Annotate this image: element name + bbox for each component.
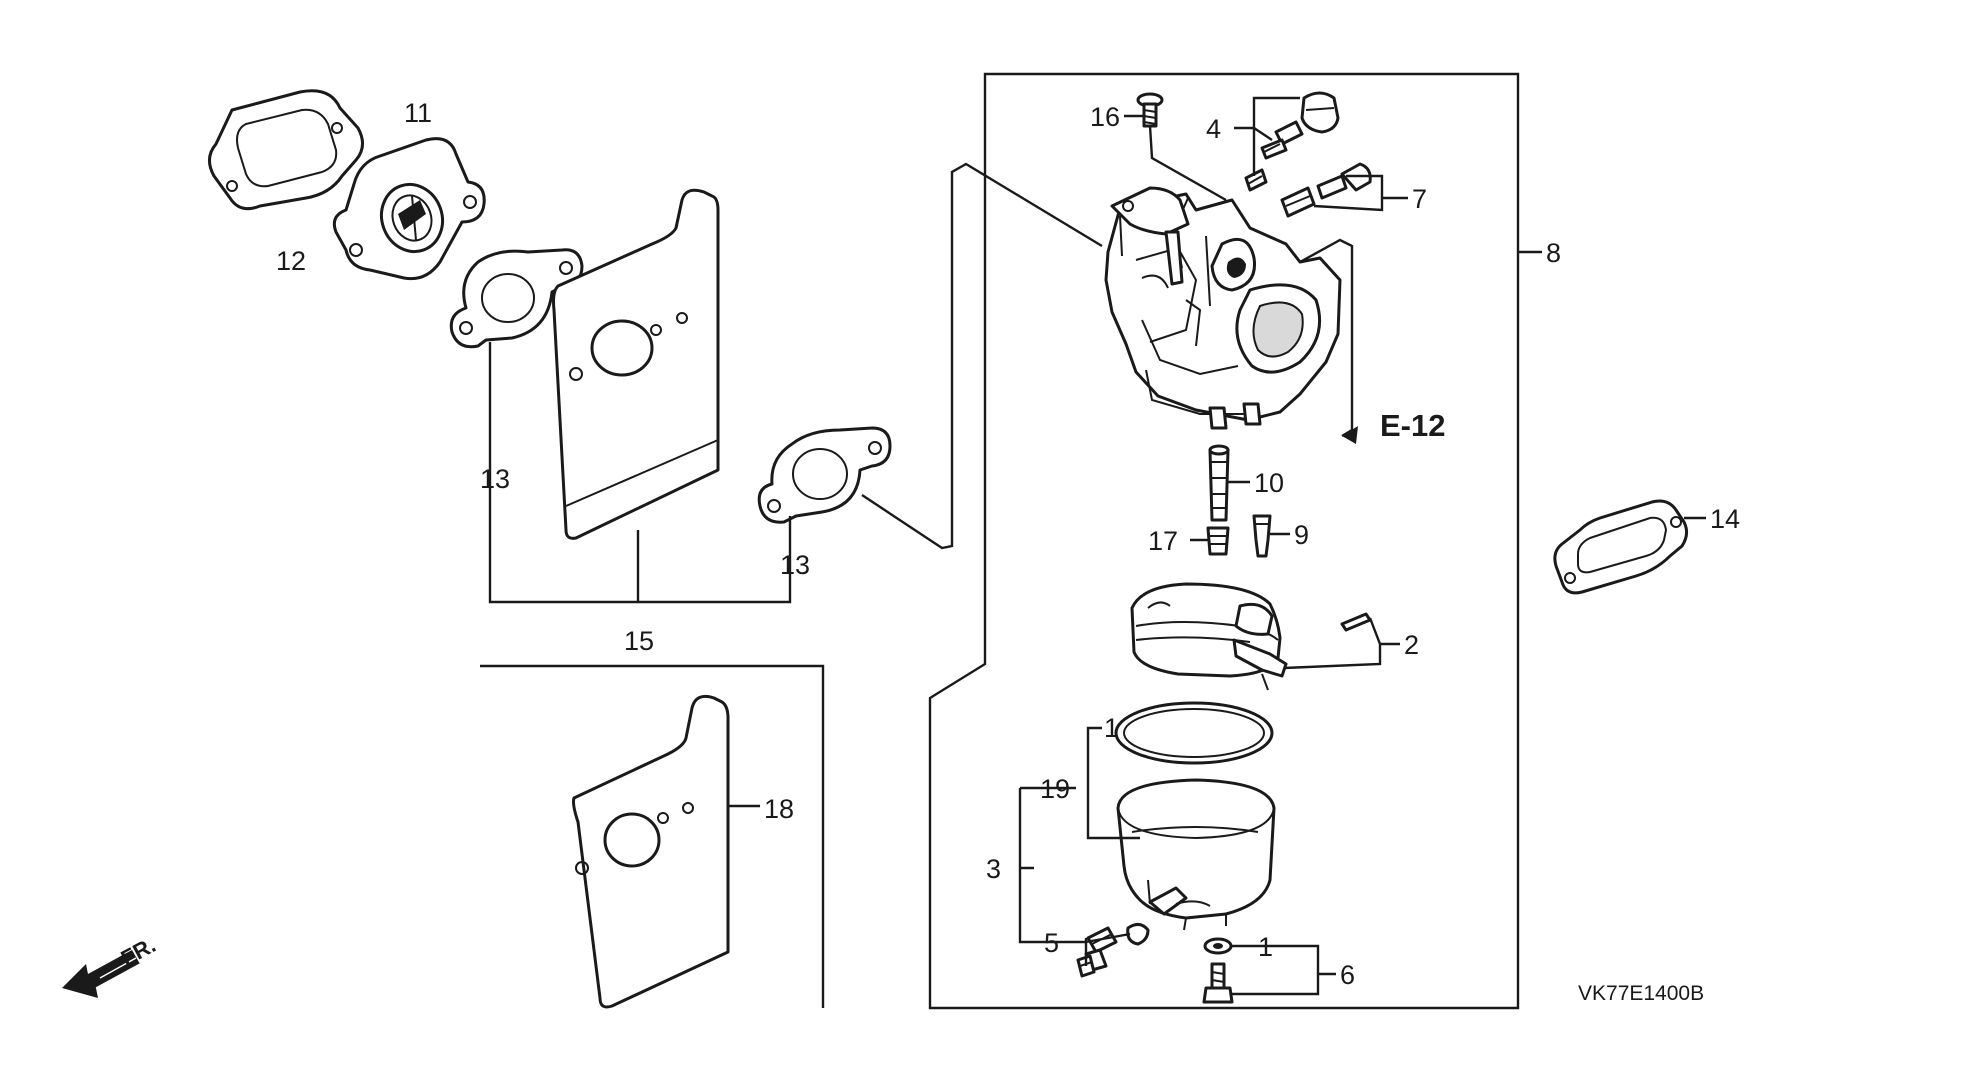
screw-16 [1136, 92, 1164, 128]
assembly-border-8 [928, 72, 1520, 1010]
label-7: 7 [1412, 184, 1427, 214]
border-lines-18 [480, 664, 825, 1008]
bracket-5 [1074, 932, 1131, 966]
front-direction-arrow [62, 950, 141, 998]
label-6: 6 [1340, 960, 1355, 990]
gasket-14 [1553, 499, 1689, 595]
bracket-6 [1232, 944, 1336, 996]
label-11: 11 [404, 98, 432, 128]
heat-plate-18 [572, 694, 730, 1009]
washer-1 [1203, 937, 1233, 955]
needle-9 [1252, 514, 1272, 558]
float-2 [1130, 582, 1372, 691]
bracket-4 [1234, 96, 1300, 176]
label-8: 8 [1546, 238, 1561, 268]
gasket-13-upper [449, 248, 584, 349]
label-19: 19 [1040, 774, 1070, 804]
bracket-7 [1313, 174, 1408, 212]
nozzle-10 [1208, 444, 1230, 522]
label-3: 3 [986, 854, 1001, 884]
label-2: 2 [1404, 630, 1419, 660]
label-1-upper: 1 [1104, 713, 1119, 743]
label-13-right: 13 [780, 550, 810, 580]
label-12: 12 [276, 246, 306, 276]
bolt-washer-5 [1076, 923, 1150, 978]
label-14: 14 [1710, 504, 1740, 534]
jet-17 [1206, 526, 1230, 556]
label-17: 17 [1148, 526, 1178, 556]
diagram-code: VK77E1400B [1578, 982, 1704, 1005]
gasket-12 [208, 89, 364, 211]
label-18: 18 [764, 794, 794, 824]
label-13-left: 13 [480, 464, 510, 494]
insulator-11 [332, 137, 486, 281]
label-1-lower: 1 [1258, 932, 1273, 962]
bracket-19-1 [1086, 726, 1140, 840]
ref-line-16 [1148, 125, 1227, 202]
bracket-2 [1283, 617, 1400, 670]
pilot-screw-4 [1244, 91, 1340, 192]
e12-arrow [1342, 426, 1358, 444]
label-10: 10 [1254, 468, 1284, 498]
drain-bolt-6 [1202, 962, 1234, 1004]
label-16: 16 [1090, 102, 1120, 132]
label-9: 9 [1294, 520, 1309, 550]
gasket-13-lower [757, 426, 892, 524]
carburetor-body [1104, 186, 1342, 430]
label-5: 5 [1044, 928, 1059, 958]
gasket-ring-1 [1114, 701, 1274, 765]
float-chamber-19 [1116, 778, 1276, 931]
bracket-lines-13-15 [488, 162, 1103, 604]
bracket-3 [1018, 786, 1076, 944]
label-15: 15 [624, 626, 654, 656]
heat-plate-15 [552, 188, 720, 540]
reference-e12: E-12 [1380, 408, 1445, 443]
label-4: 4 [1206, 114, 1221, 144]
